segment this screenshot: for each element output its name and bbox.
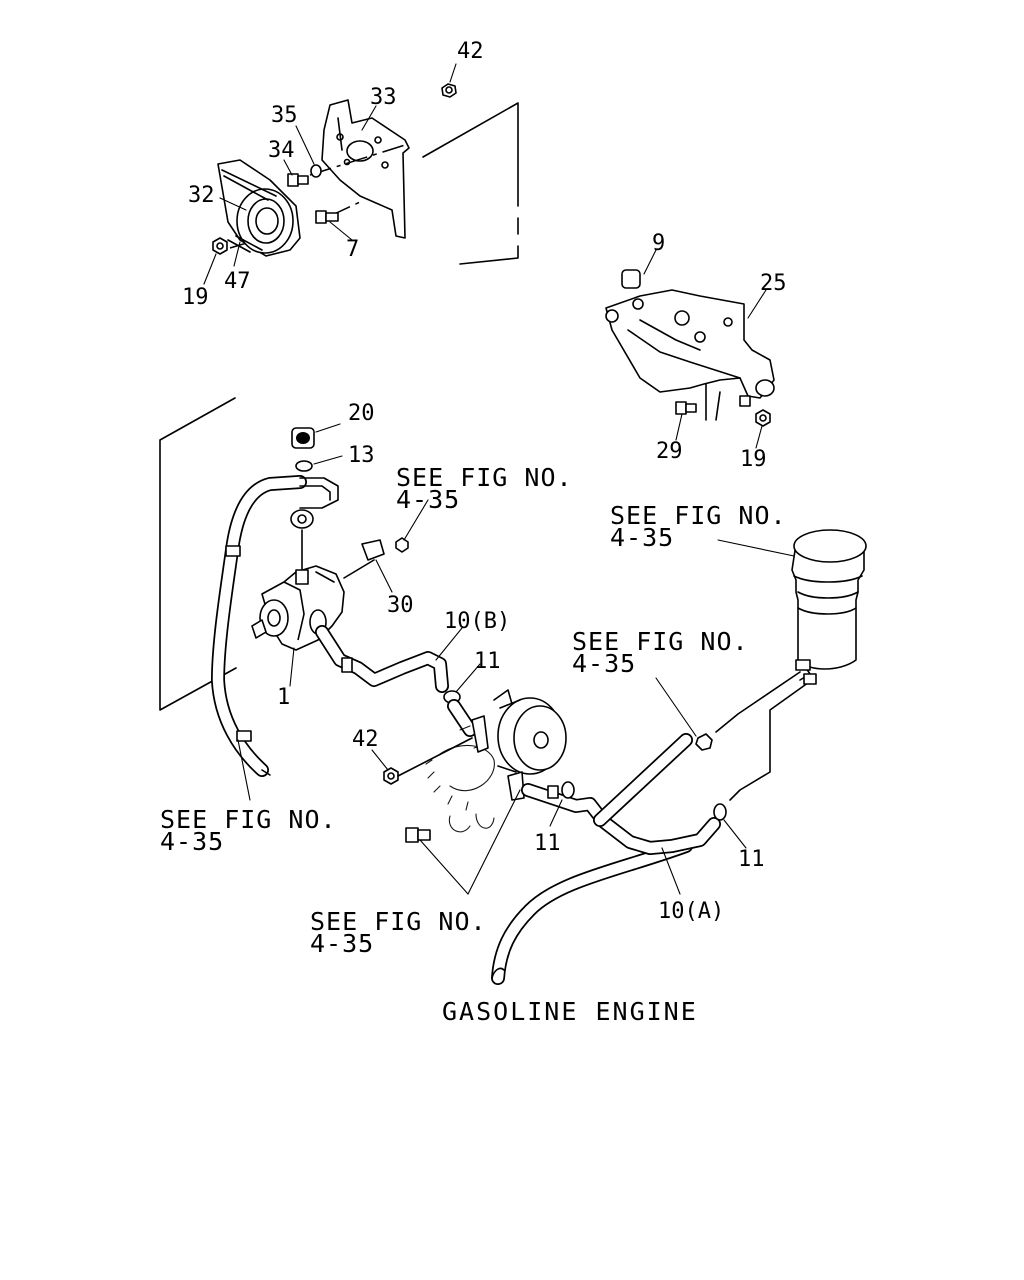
bolt-29 (675, 401, 697, 415)
callout-11-a: 11 (474, 649, 501, 674)
callout-42-mid: 42 (352, 727, 379, 752)
bracket-30 (343, 537, 409, 579)
reservoir-tank (791, 529, 867, 670)
ref-note-3-line2: 4-35 (572, 649, 636, 678)
washer-13 (295, 460, 313, 472)
pump-1 (251, 565, 345, 651)
callout-30: 30 (387, 593, 414, 618)
ref-note-5-line1: SEE FIG NO. (310, 907, 487, 936)
bolt-lower (405, 827, 431, 843)
callout-34: 34 (268, 138, 295, 163)
callout-33: 33 (370, 85, 397, 110)
ref-note-4-line2: 4-35 (160, 827, 224, 856)
pump-hose-assembly: 20 13 30 1 10(B) 11 42 11 11 10(A) (159, 397, 867, 985)
diagram-caption: GASOLINE ENGINE (442, 997, 698, 1026)
ref-note-1-line2: 4-35 (396, 485, 460, 514)
mount-bracket-assembly: 9 25 29 19 (605, 231, 787, 472)
spacer-9 (621, 269, 641, 289)
ref-note-2-line1: SEE FIG NO. (610, 501, 787, 530)
callout-19-left: 19 (182, 285, 209, 310)
callout-10a: 10(A) (658, 899, 724, 924)
ref-note-4-line1: SEE FIG NO. (160, 805, 337, 834)
callout-11-c: 11 (738, 847, 765, 872)
bolt-7 (315, 210, 339, 224)
callout-32: 32 (188, 183, 215, 208)
callout-9: 9 (652, 231, 665, 256)
callout-19-right: 19 (740, 447, 767, 472)
washer-35 (310, 164, 322, 178)
callout-13: 13 (348, 443, 375, 468)
nut-20 (291, 427, 315, 449)
bracket-33 (321, 99, 410, 239)
pulley-bracket-assembly: 42 33 35 34 32 7 19 47 (182, 39, 519, 310)
reference-notes: SEE FIG NO. 4-35 SEE FIG NO. 4-35 SEE FI… (160, 463, 787, 958)
callout-25: 25 (760, 271, 787, 296)
callout-10b: 10(B) (444, 609, 510, 634)
callout-20: 20 (348, 401, 375, 426)
callout-29: 29 (656, 439, 683, 464)
bracket-25 (605, 289, 775, 399)
bolt-34 (287, 173, 309, 187)
pulley-32 (217, 159, 301, 257)
callout-35: 35 (271, 103, 298, 128)
impeller (425, 725, 495, 833)
ref-note-2-line2: 4-35 (610, 523, 674, 552)
callout-1: 1 (277, 685, 290, 710)
idler-pulley (493, 689, 567, 775)
callout-47: 47 (224, 269, 251, 294)
callout-7: 7 (346, 237, 359, 262)
clamp-11-b (561, 781, 575, 799)
ref-note-5-line2: 4-35 (310, 929, 374, 958)
ref-note-3-line1: SEE FIG NO. (572, 627, 749, 656)
callout-42-top: 42 (457, 39, 484, 64)
ref-note-1-line1: SEE FIG NO. (396, 463, 573, 492)
clamp-11-c (713, 803, 727, 821)
callout-11-b: 11 (534, 831, 561, 856)
